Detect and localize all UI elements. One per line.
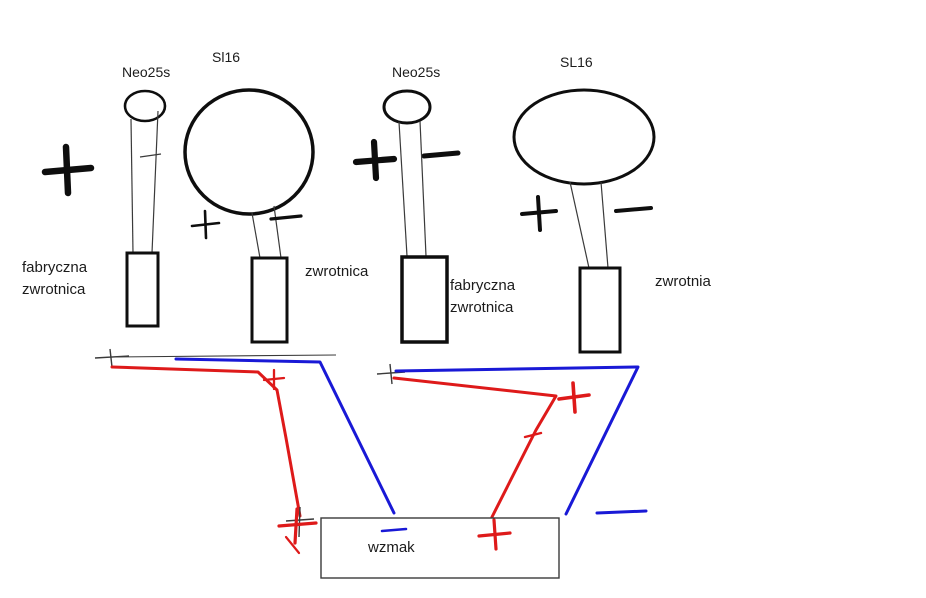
crossover-label-line2: zwrotnica [450,299,514,316]
speaker-neck-line [151,110,159,254]
positive-wire [392,376,558,519]
minus-icon [421,150,461,159]
tweeter-driver-circle [382,89,432,125]
amplifier-box [320,517,560,579]
woofer-driver-circle [183,88,315,216]
crossover-label-line1: fabryczna [450,277,516,294]
positive-wire [110,365,302,518]
wiring-left-channel [94,348,396,555]
speaker-neck-line [419,120,427,257]
plus-icon [520,195,558,232]
speaker-neck-line [600,181,609,269]
amplifier-label: wzmak [367,539,415,556]
minus-icon [269,214,303,221]
speaker-left-tweeter: Neo25s [122,64,170,328]
plus-icon [262,368,286,391]
crossover-label-line2: zwrotnica [22,281,86,298]
speaker-neck-line [251,212,261,259]
plus-icon [352,138,398,182]
woofer-driver-circle [512,88,656,186]
speaker-label: Neo25s [122,64,170,80]
crossover-label: zwrotnica [305,263,369,280]
plus-icon [190,209,221,240]
crossover-box [125,251,160,328]
speaker-label: SL16 [560,54,593,70]
crossover-label-line1: fabryczna [22,259,88,276]
crossover-box [578,266,622,354]
negative-wire [174,357,396,515]
speaker-neck-line [273,205,282,259]
speaker-neck-line [569,181,590,269]
minus-icon [380,527,408,533]
plus-icon [557,381,591,414]
speaker-neck-line [398,121,408,257]
minus-icon [614,206,653,213]
amplifier: wzmak [320,517,560,579]
plus-icon [477,518,512,551]
speaker-label: Neo25s [392,64,440,80]
bus-line [112,354,337,358]
speaker-left-woofer: Sl16 [183,49,315,344]
wire-tick-mark [523,431,543,439]
junction-cross-icon [94,348,130,368]
crossover-box [250,256,289,344]
negative-wire-stub [595,509,648,515]
wiring-right-channel [376,363,648,551]
crossover-label: zwrotnia [655,273,712,290]
speaker-right-woofer: SL16 [512,54,656,354]
crossover-box [400,255,449,344]
negative-wire [394,365,640,516]
plus-icon [277,507,318,555]
neck-tick-mark [139,153,162,158]
speaker-neck-line [130,118,134,254]
speaker-right-tweeter: Neo25s [352,64,461,344]
junction-cross-icon [285,506,315,538]
tweeter-driver-circle [123,89,167,123]
plus-icon [41,143,95,197]
junction-cross-icon [376,363,406,385]
speaker-label: Sl16 [212,49,240,65]
